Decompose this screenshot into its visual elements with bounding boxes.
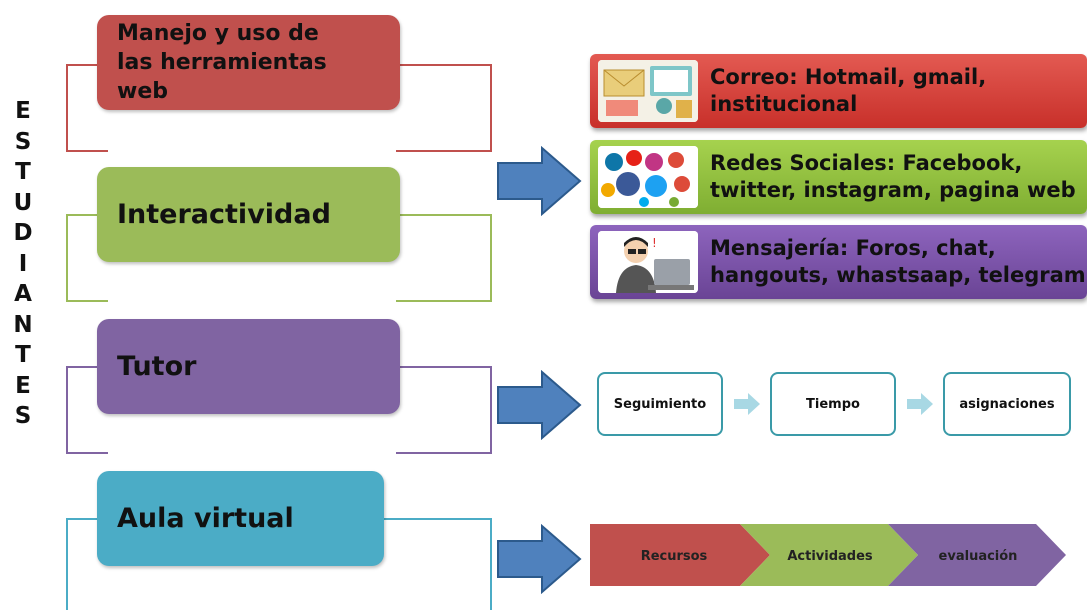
aula-frame-left xyxy=(66,518,108,610)
manejo-frame-right xyxy=(396,64,492,152)
aula-frame-right xyxy=(380,518,492,610)
tutor-frame-left xyxy=(66,366,108,454)
chevron-recursos xyxy=(590,524,770,586)
step-arrow-2 xyxy=(907,393,933,415)
vertical-letter: E xyxy=(15,372,31,399)
step-asignaciones-label: asignaciones xyxy=(959,396,1055,412)
correo-bar: Correo: Hotmail, gmail, institucional xyxy=(590,54,1087,128)
tutor-arrow xyxy=(497,370,582,440)
aula-arrow xyxy=(497,524,582,594)
redes-text: Redes Sociales: Facebook, twitter, insta… xyxy=(710,151,1076,202)
vertical-letter: S xyxy=(14,403,32,429)
manejo-label: Manejo y uso de las herramientas web xyxy=(117,21,327,104)
chevron-actividades xyxy=(740,524,918,586)
vertical-letter: S xyxy=(14,128,32,155)
interactividad-frame-right xyxy=(396,214,492,302)
email-illustration-icon xyxy=(598,60,698,122)
step-tiempo: Tiempo xyxy=(770,372,896,436)
chevron-evaluacion-label: evaluación xyxy=(939,549,1018,564)
vertical-letter: E xyxy=(15,98,31,124)
interactividad-frame-left xyxy=(66,214,108,302)
svg-text:!: ! xyxy=(652,236,657,250)
vertical-letter: U xyxy=(13,189,33,216)
mensajeria-text: Mensajería: Foros, chat, hangouts, whast… xyxy=(710,236,1086,287)
interactividad-label: Interactividad xyxy=(117,199,331,230)
vertical-letter: T xyxy=(15,159,31,185)
tutor-box: Tutor xyxy=(97,319,400,414)
person-at-computer-icon: ! xyxy=(598,231,698,293)
step-tiempo-label: Tiempo xyxy=(806,396,860,412)
chevron-recursos-label: Recursos xyxy=(641,549,708,564)
interactividad-arrow xyxy=(497,146,582,216)
social-media-icons-icon xyxy=(598,146,698,208)
step-seguimiento: Seguimiento xyxy=(597,372,723,436)
vertical-letter: D xyxy=(13,220,33,246)
mensajeria-bar: ! Mensajería: Foros, chat, hangouts, wha… xyxy=(590,225,1087,299)
vertical-letter: N xyxy=(13,311,33,338)
redes-bar: Redes Sociales: Facebook, twitter, insta… xyxy=(590,140,1087,214)
chevron-actividades-label: Actividades xyxy=(787,549,873,564)
chevron-evaluacion xyxy=(888,524,1066,586)
step-asignaciones: asignaciones xyxy=(943,372,1071,436)
vertical-letter: T xyxy=(15,342,31,368)
tutor-label: Tutor xyxy=(117,351,197,382)
aula-box: Aula virtual xyxy=(97,471,384,566)
vertical-letter: I xyxy=(18,250,28,277)
vertical-letter: A xyxy=(14,281,32,307)
tutor-frame-right xyxy=(396,366,492,454)
aula-chevron-process: Recursos Actividades evaluación xyxy=(590,524,1066,586)
step-arrow-1 xyxy=(734,393,760,415)
aula-label: Aula virtual xyxy=(117,503,294,534)
correo-text: Correo: Hotmail, gmail, institucional xyxy=(710,65,987,116)
manejo-frame-left xyxy=(66,64,108,152)
step-seguimiento-label: Seguimiento xyxy=(613,396,707,412)
interactividad-box: Interactividad xyxy=(97,167,400,262)
manejo-box: Manejo y uso de las herramientas web xyxy=(97,15,400,110)
